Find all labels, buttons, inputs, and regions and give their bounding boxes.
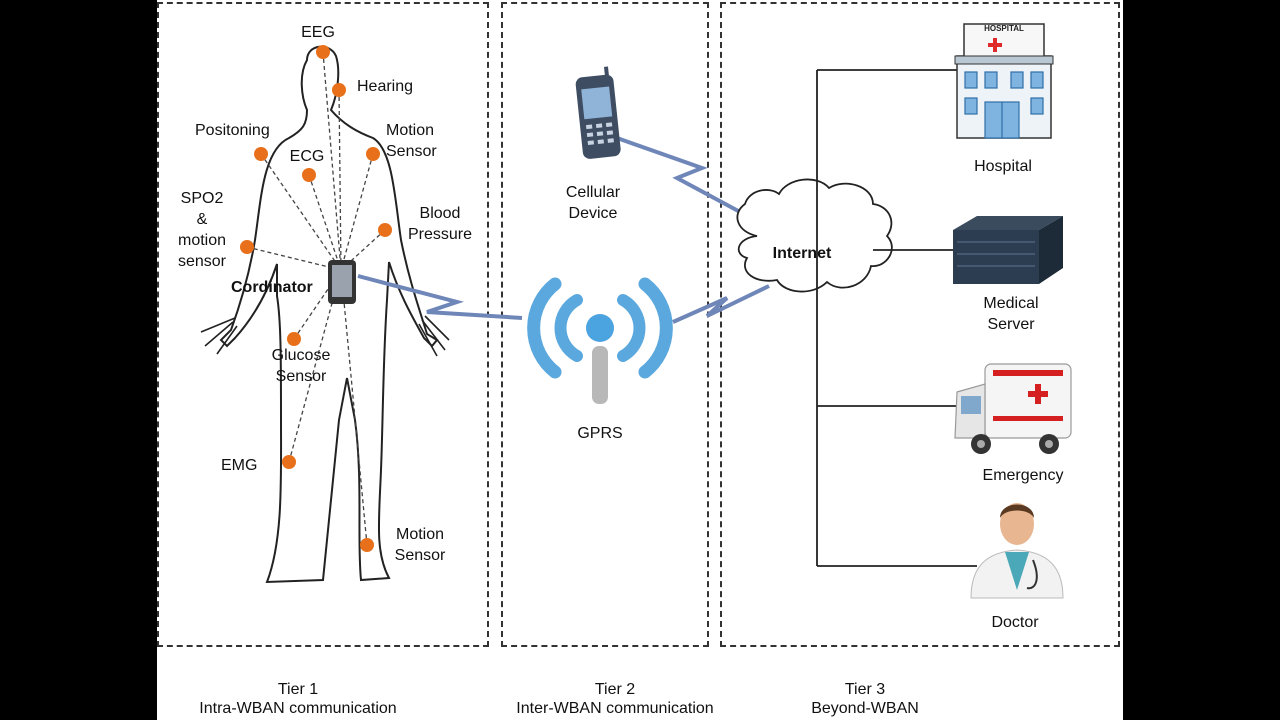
- label-emergency: Emergency: [982, 467, 1064, 484]
- ambulance-icon: [954, 363, 1072, 454]
- sensor-dot-motion-upper: [366, 147, 380, 161]
- label-blood-pressure: Blood Pressure: [403, 203, 477, 245]
- label-motion-lower: Motion Sensor: [387, 524, 453, 566]
- zigzag-coordinator-gprs-icon: [357, 274, 523, 320]
- label-internet: Internet: [772, 245, 832, 262]
- label-blood-line1: Blood: [419, 205, 461, 222]
- label-gprs: GPRS: [577, 425, 623, 442]
- label-glucose-line2: Sensor: [275, 368, 327, 385]
- sensor-dot-motion-lower: [360, 538, 374, 552]
- label-motion-upper-line1: Motion: [386, 122, 435, 139]
- tier1-panel: [157, 2, 489, 647]
- sensor-dots: [240, 45, 392, 552]
- label-spo2-line4: sensor: [177, 253, 227, 270]
- label-cellular-device: Cellular Device: [557, 182, 629, 224]
- label-spo2-line1: SPO2: [180, 190, 224, 207]
- internet-cloud-icon: [736, 178, 893, 293]
- label-ecg: ECG: [289, 148, 325, 165]
- tier3-subtitle: Beyond-WBAN: [811, 700, 919, 717]
- tier2-caption: Tier 2 Inter-WBAN communication: [497, 680, 733, 718]
- sensor-dot-blood-pressure: [378, 223, 392, 237]
- sensor-dot-emg: [282, 455, 296, 469]
- hospital-building-icon: [954, 23, 1054, 139]
- tier2-title: Tier 2: [594, 681, 636, 698]
- sensor-dot-positioning: [254, 147, 268, 161]
- sensor-dot-spo2: [240, 240, 254, 254]
- sensor-links: [246, 51, 386, 546]
- cellular-phone-icon: [575, 66, 621, 159]
- wban-diagram: EEG Hearing Positoning ECG Motion Sensor…: [157, 0, 1123, 720]
- medical-server-icon: [953, 216, 1063, 284]
- sensor-dot-ecg: [302, 168, 316, 182]
- doctor-icon: [970, 503, 1064, 599]
- tier3-title: Tier 3: [844, 681, 886, 698]
- hospital-sign: HOSPITAL: [984, 24, 1024, 33]
- label-server-line1: Medical: [983, 295, 1039, 312]
- label-emg: EMG: [221, 457, 258, 474]
- label-hearing: Hearing: [357, 78, 414, 95]
- diagram-graphics: [200, 23, 1072, 599]
- sensor-dot-eeg: [316, 45, 330, 59]
- label-coordinator: Cordinator: [231, 279, 313, 296]
- left-hand: [200, 317, 238, 355]
- sensor-dot-hearing: [332, 83, 346, 97]
- tier2-subtitle: Inter-WBAN communication: [516, 700, 714, 717]
- label-hospital: Hospital: [974, 158, 1032, 175]
- label-motion-lower-line2: Sensor: [394, 547, 446, 564]
- label-motion-upper-line2: Sensor: [386, 143, 437, 160]
- label-motion-upper: Motion Sensor: [386, 120, 437, 162]
- label-cellular-line1: Cellular: [565, 184, 621, 201]
- label-doctor: Doctor: [991, 614, 1039, 631]
- tier1-subtitle: Intra-WBAN communication: [199, 700, 397, 717]
- zigzag-cellular-internet-icon: [616, 136, 756, 222]
- tier3-caption: Tier 3 Beyond-WBAN: [775, 680, 955, 718]
- zigzag-gprs-internet-icon: [672, 284, 770, 324]
- label-glucose: Glucose Sensor: [265, 345, 337, 387]
- label-blood-line2: Pressure: [407, 226, 473, 243]
- label-eeg: EEG: [301, 24, 335, 41]
- label-medical-server: Medical Server: [963, 293, 1059, 335]
- label-glucose-line1: Glucose: [271, 347, 331, 364]
- gprs-antenna-icon: [527, 277, 673, 404]
- label-spo2-line2: &: [196, 211, 208, 228]
- label-server-line2: Server: [987, 316, 1035, 333]
- sensor-dot-glucose: [287, 332, 301, 346]
- tier3-panel: [720, 2, 1120, 647]
- tier1-caption: Tier 1 Intra-WBAN communication: [183, 680, 413, 718]
- tier2-panel: [501, 2, 709, 647]
- label-cellular-line2: Device: [568, 205, 618, 222]
- right-hand: [418, 315, 450, 357]
- label-spo2-line3: motion: [177, 232, 227, 249]
- tier1-title: Tier 1: [277, 681, 319, 698]
- network-tree-lines: [816, 69, 977, 567]
- label-spo2: SPO2 & motion sensor: [171, 188, 233, 272]
- label-positioning: Positoning: [195, 122, 270, 139]
- coordinator-device-icon: [328, 260, 356, 304]
- label-motion-lower-line1: Motion: [395, 526, 445, 543]
